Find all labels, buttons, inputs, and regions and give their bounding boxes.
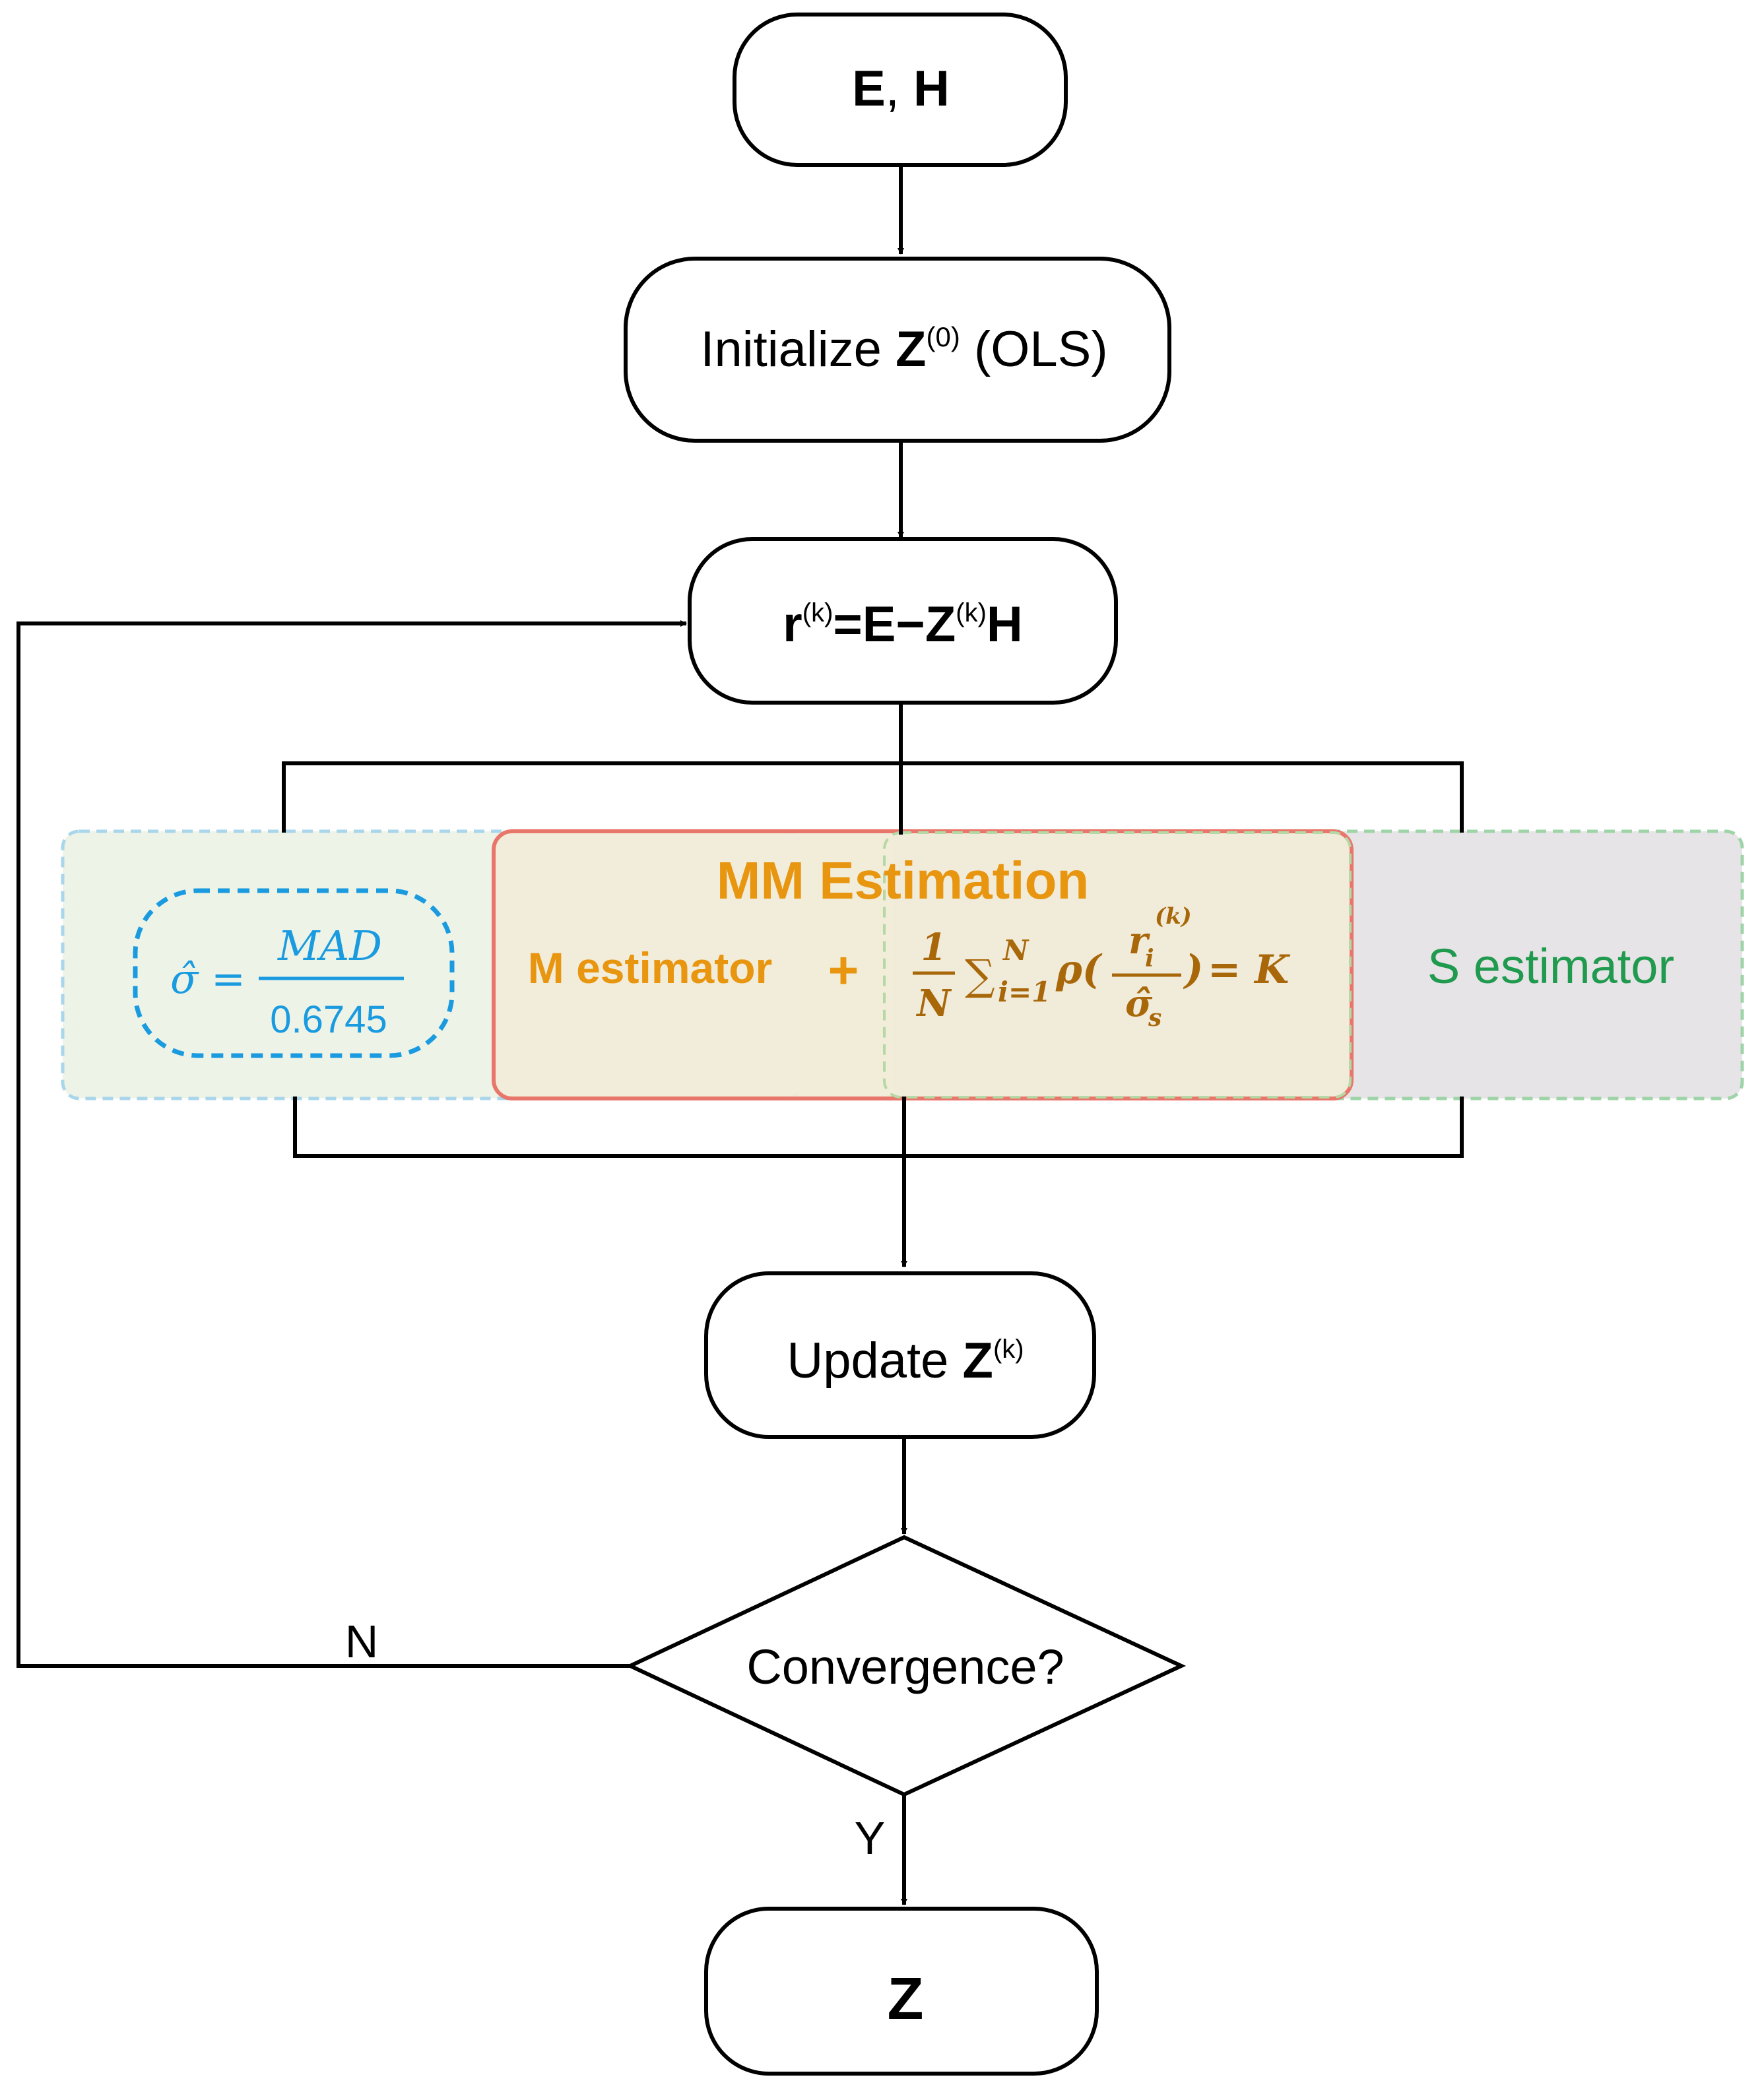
formula-sum-upper: N xyxy=(1002,934,1029,967)
formula-sigma: σ̂ xyxy=(1125,982,1153,1025)
m-estimator-label: M estimator xyxy=(528,943,772,992)
yes-edge-label: Y xyxy=(855,1812,886,1864)
update-node xyxy=(704,1271,1096,1439)
formula-rho: ρ( xyxy=(1055,947,1103,993)
residual-node-label: r(k)=E−Z(k)H xyxy=(783,596,1023,652)
formula-equals-K: = K xyxy=(1208,947,1291,993)
formula-sum: ∑ xyxy=(965,951,995,1000)
formula-sigma-sub: s xyxy=(1148,1004,1161,1032)
sigma-numerator: MAD xyxy=(277,922,382,970)
formula-r-sub: i xyxy=(1145,945,1154,972)
output-node-label: Z xyxy=(888,1966,924,2032)
init-node-label: Initialize Z(0) (OLS) xyxy=(700,321,1107,377)
convergence-decision xyxy=(625,1535,1187,1797)
join-bracket-bottom xyxy=(293,1097,1464,1158)
output-node xyxy=(704,1907,1099,2076)
plus-sign: + xyxy=(828,941,859,1000)
formula-r: r xyxy=(1128,919,1150,963)
sigma-lhs: σ̂ = xyxy=(170,955,245,1003)
mm-estimation-title: MM Estimation xyxy=(717,851,1089,910)
formula-close: ) xyxy=(1183,947,1203,993)
edge-no-loop xyxy=(16,620,687,1668)
s-formula: 1 N ∑ N i=1 ρ( r i (k) σ̂ s ) = K xyxy=(913,903,1291,1032)
update-node-label: Update Z(k) xyxy=(787,1333,1024,1389)
split-bracket-top xyxy=(282,761,1464,833)
sigma-formula-frame xyxy=(133,888,455,1058)
residual-node xyxy=(688,537,1118,705)
no-edge-label: N xyxy=(345,1616,379,1667)
input-node-label: E, H xyxy=(852,61,950,117)
input-node xyxy=(733,13,1068,167)
formula-N-denominator: N xyxy=(915,982,952,1025)
formula-r-sup: (k) xyxy=(1155,903,1192,930)
s-estimator-label: S estimator xyxy=(1427,939,1674,994)
decision-label: Convergence? xyxy=(746,1639,1064,1694)
init-node xyxy=(624,257,1171,443)
sigma-denominator: 0.6745 xyxy=(270,998,387,1041)
s-panel-overlap-border xyxy=(883,831,1352,1098)
formula-sum-lower: i=1 xyxy=(998,976,1051,1008)
formula-one: 1 xyxy=(921,926,947,969)
